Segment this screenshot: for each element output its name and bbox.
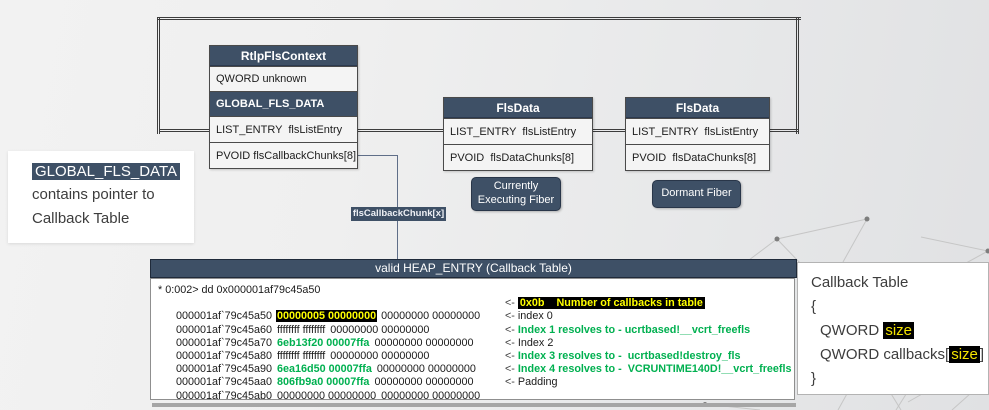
rtlpflscontext-title: RtlpFlsContext xyxy=(210,46,357,66)
size-highlight: size xyxy=(883,322,915,339)
rtlpflscontext-row-flslistentry: LIST_ENTRY flsListEntry xyxy=(210,116,357,142)
annotation-num-callbacks: 0x0b Number of callbacks in table xyxy=(517,297,705,310)
windbg-prompt-line: * 0:002> dd 0x000001af79c45a50 xyxy=(158,284,321,296)
dump-address: 000001af`79c45a60 xyxy=(176,323,273,336)
note-line-3: Callback Table xyxy=(32,209,130,227)
list-frame-top-line xyxy=(157,17,801,20)
list-link-frame-to-rtlp xyxy=(159,129,212,132)
dump-hex-pointer: 6ea16d50 00007ffa xyxy=(277,363,372,376)
flsdata-dormant-title: FlsData xyxy=(626,98,769,118)
heap-entry-title-bar: valid HEAP_ENTRY (Callback Table) xyxy=(150,259,797,278)
dormant-fiber-badge: Dormant Fiber xyxy=(652,180,741,208)
struct-field-size: QWORD size xyxy=(820,322,915,339)
list-link-flsdata1-to-flsdata2 xyxy=(592,129,626,132)
note-line-2: contains pointer to xyxy=(32,186,155,204)
dump-hex-pointer: 6eb13f20 00007ffa xyxy=(277,336,370,349)
flsdata-current-row-flslistentry: LIST_ENTRY flsListEntry xyxy=(444,118,592,144)
dump-address: 000001af`79c45aa0 xyxy=(176,376,273,389)
annotation-arrow: <- xyxy=(505,310,518,323)
rtlpflscontext-row-flscallbackchunks: PVOID flsCallbackChunks[8] xyxy=(210,142,357,168)
rtlpflscontext-row-unknown: QWORD unknown xyxy=(210,66,357,91)
flsdata-box-dormant: FlsData LIST_ENTRY flsListEntry PVOID fl… xyxy=(625,97,770,171)
list-frame-right-line xyxy=(796,17,799,134)
annotation-arrow: <- xyxy=(505,336,518,349)
annotation-arrow: <- xyxy=(505,323,518,336)
callback-table-struct: Callback Table { QWORD size QWORD callba… xyxy=(797,262,989,395)
dump-line-a70: 000001af`79c45a70 6eb13f20 00007ffa 00000… xyxy=(176,323,751,349)
dump-hex-pointer: 806fb9a0 00007ffa xyxy=(277,376,370,389)
struct-title: Callback Table xyxy=(811,274,909,291)
rtlpflscontext-box: RtlpFlsContext QWORD unknown GLOBAL_FLS_… xyxy=(209,45,358,169)
flsdata-current-title: FlsData xyxy=(444,98,592,118)
struct-open-brace: { xyxy=(811,298,817,315)
rtlpflscontext-row-global-fls-data: GLOBAL_FLS_DATA xyxy=(210,91,357,116)
fls-callback-chunk-label: flsCallbackChunk[x] xyxy=(351,207,446,221)
flsdata-box-current: FlsData LIST_ENTRY flsListEntry PVOID fl… xyxy=(443,97,593,171)
currently-executing-fiber-line2: Executing Fiber xyxy=(477,194,555,206)
struct-field-callbacks: QWORD callbacks[size] xyxy=(820,346,985,363)
global-fls-data-note: GLOBAL_FLS_DATA contains pointer to Call… xyxy=(8,151,194,243)
struct-close-brace: } xyxy=(811,370,817,387)
heap-entry-hex-dump: * 0:002> dd 0x000001af79c45a50 000001af`… xyxy=(150,278,795,402)
note-highlight-global-fls-data: GLOBAL_FLS_DATA xyxy=(32,163,181,180)
dump-address: 000001af`79c45ab0 xyxy=(176,389,273,402)
annotation-arrow: <- xyxy=(505,376,518,389)
annotation-arrow: <- xyxy=(505,297,518,310)
currently-executing-fiber-badge: Currently Executing Fiber xyxy=(471,177,561,211)
dump-address: 000001af`79c45a70 xyxy=(176,336,273,349)
dump-hex-highlighted: 00000005 00000000 xyxy=(276,310,378,323)
annotation-index-0: index 0 xyxy=(517,310,553,323)
dump-address: 000001af`79c45a50 xyxy=(176,310,273,323)
flsdata-dormant-row-flslistentry: LIST_ENTRY flsListEntry xyxy=(626,118,769,144)
list-link-flsdata2-to-frame xyxy=(768,129,798,132)
list-frame-left-line xyxy=(157,17,160,134)
dump-line-a90: 000001af`79c45a90 6ea16d50 00007ffa 00000… xyxy=(176,349,741,376)
heap-box-shadow-bar xyxy=(152,403,796,407)
dump-line-aa0: 000001af`79c45aa0 806fb9a0 00007ffa 00000… xyxy=(176,363,792,389)
annotation-padding: Padding xyxy=(517,376,558,389)
dump-address: 000001af`79c45a80 xyxy=(176,349,273,362)
annotation-index-4: Index 4 resolves to - VCRUNTIME140D!__vc… xyxy=(517,363,792,376)
annotation-index-1: Index 1 resolves to - ucrtbased!__vcrt_f… xyxy=(517,323,751,336)
annotation-arrow: <- xyxy=(505,363,518,376)
dump-address: 000001af`79c45a90 xyxy=(176,363,273,376)
size-highlight: size xyxy=(949,346,980,363)
list-link-rtlp-to-flsdata1 xyxy=(356,129,444,132)
currently-executing-fiber-line1: Currently xyxy=(493,180,539,193)
annotation-index-3: Index 3 resolves to - ucrtbased!destroy_… xyxy=(517,349,741,362)
annotation-arrow: <- xyxy=(505,349,518,362)
callback-chunk-connector-horizontal xyxy=(357,155,398,156)
annotation-index-2: Index 2 xyxy=(517,336,554,349)
flsdata-current-row-flsdatachunks: PVOID flsDataChunks[8] xyxy=(444,144,592,170)
flsdata-dormant-row-flsdatachunks: PVOID flsDataChunks[8] xyxy=(626,144,769,170)
